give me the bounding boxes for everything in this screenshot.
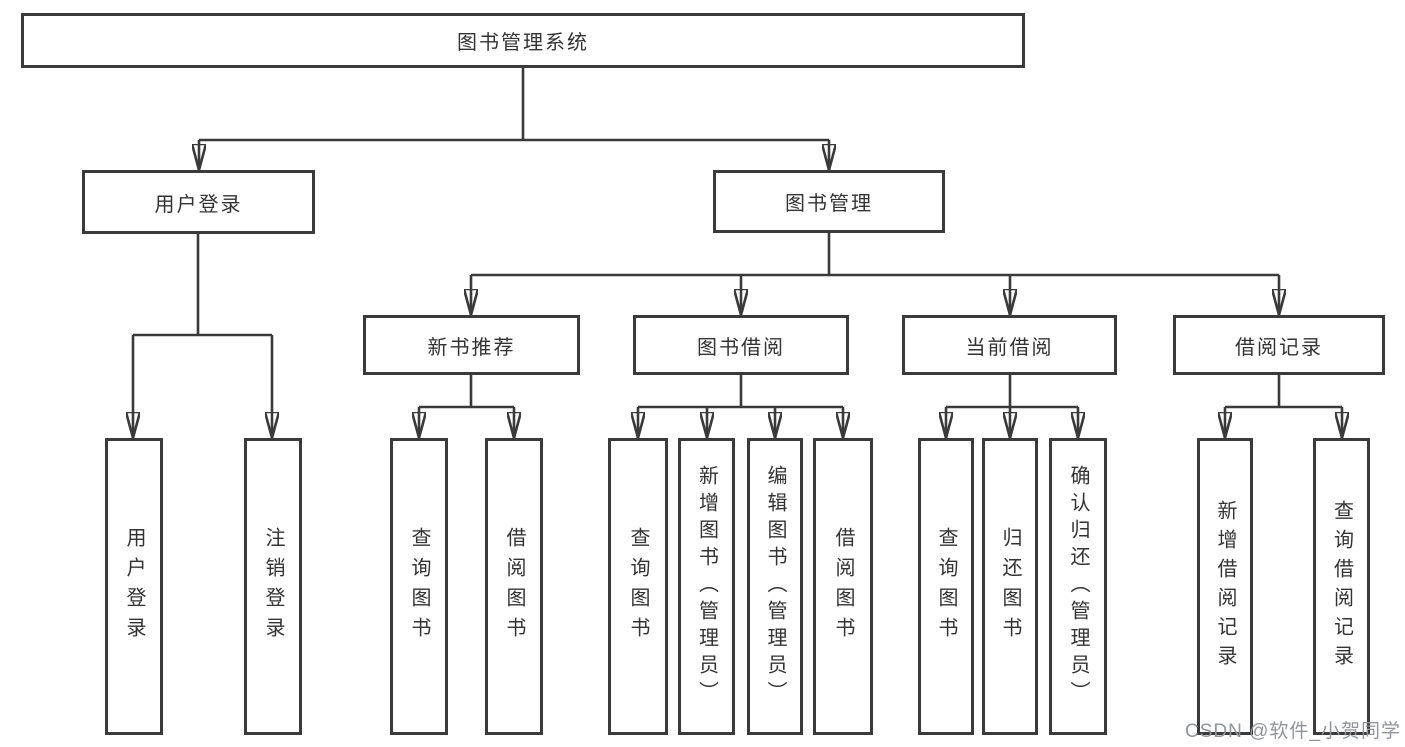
node-current-borrowing: 当前借阅 bbox=[902, 315, 1117, 375]
node-book-management: 图书管理 bbox=[713, 170, 945, 233]
node-leaf-confirm-return-admin: 确认归还（管理员） bbox=[1049, 438, 1107, 735]
node-leaf-borrow-books-2: 借阅图书 bbox=[813, 438, 873, 735]
node-book-borrowing: 图书借阅 bbox=[633, 315, 849, 375]
node-user-login: 用户登录 bbox=[82, 170, 315, 234]
node-leaf-add-books-admin: 新增图书（管理员） bbox=[678, 438, 735, 735]
node-library-management-system: 图书管理系统 bbox=[21, 13, 1025, 68]
node-leaf-query-books-1: 查询图书 bbox=[390, 438, 448, 735]
node-leaf-user-login: 用户登录 bbox=[105, 438, 163, 735]
node-leaf-query-books-3: 查询图书 bbox=[918, 438, 974, 735]
node-leaf-return-books: 归还图书 bbox=[982, 438, 1038, 735]
node-new-book-recommend: 新书推荐 bbox=[363, 315, 580, 375]
node-leaf-add-borrow-record: 新增借阅记录 bbox=[1197, 438, 1253, 735]
csdn-watermark: CSDN @软件_小贺同学 bbox=[1185, 721, 1401, 742]
node-leaf-edit-books-admin: 编辑图书（管理员） bbox=[747, 438, 803, 735]
node-leaf-logout: 注销登录 bbox=[244, 438, 302, 735]
node-leaf-query-books-2: 查询图书 bbox=[608, 438, 668, 735]
node-borrowing-records: 借阅记录 bbox=[1173, 315, 1385, 375]
node-leaf-borrow-books-1: 借阅图书 bbox=[485, 438, 543, 735]
node-leaf-query-borrow-record: 查询借阅记录 bbox=[1313, 438, 1370, 735]
